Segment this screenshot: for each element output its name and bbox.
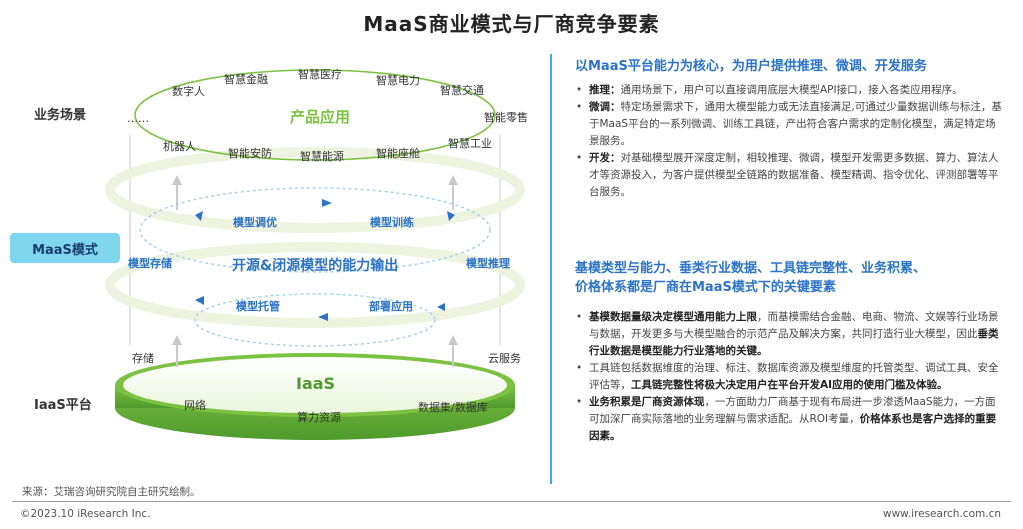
list-item: 基模数据量级决定模型通用能力上限，而基模需结合金融、电商、物流、文娱等行业场景与… bbox=[576, 309, 1005, 360]
bullet-text: 工具链包括数据维度的治理、标注、数据库资源及模型维度的托管类型、调试工具、安全评… bbox=[589, 362, 999, 391]
row-label-business: 业务场景 bbox=[34, 108, 87, 123]
product-item: 智慧能源 bbox=[300, 150, 344, 163]
row-label-iaas: IaaS平台 bbox=[34, 398, 92, 413]
copyright: ©2023.10 iResearch Inc. bbox=[20, 508, 151, 520]
layer-diagram bbox=[105, 69, 525, 440]
bullet-bold: 价格体系也是客户选择的重要因素。 bbox=[589, 413, 997, 442]
iaas-network: 网络 bbox=[184, 399, 206, 412]
product-ellipsis: …… bbox=[127, 112, 149, 125]
bullet-text: ，而基模需结合金融、电商、物流、文娱等行业场景与数据，开发更多与大模型融合的示范… bbox=[589, 311, 999, 340]
section2-bullets: 基模数据量级决定模型通用能力上限，而基模需结合金融、电商、物流、文娱等行业场景与… bbox=[575, 309, 1005, 445]
op-host: 模型托管 bbox=[236, 300, 280, 313]
op-deploy: 部署应用 bbox=[369, 300, 413, 313]
product-item: 数字人 bbox=[172, 85, 205, 98]
iaas-layer-title: IaaS bbox=[296, 374, 336, 393]
product-item: 机器人 bbox=[163, 140, 196, 153]
bullet-bold: 工具链完整性将极大决定用户在平台开发AI应用的使用门槛及体验。 bbox=[631, 379, 948, 391]
op-store: 模型存储 bbox=[128, 257, 172, 270]
source-note: 来源：艾瑞咨询研究院自主研究绘制。 bbox=[22, 486, 201, 498]
iaas-cloud: 云服务 bbox=[488, 352, 521, 365]
footer-divider bbox=[12, 501, 1011, 502]
bullet-label: 微调： bbox=[589, 101, 621, 113]
list-item: 微调：特定场景需求下，通用大模型能力或无法直接满足,可通过少量数据训练与标注，基… bbox=[576, 99, 1005, 150]
bullet-text: 特定场景需求下，通用大模型能力或无法直接满足,可通过少量数据训练与标注，基于Ma… bbox=[589, 101, 1002, 147]
product-layer-title: 产品应用 bbox=[290, 108, 351, 126]
site-link[interactable]: www.iresearch.com.cn bbox=[882, 508, 1001, 520]
divider-line bbox=[550, 54, 552, 484]
bullet-text: 对基础模型展开深度定制，相较推理、微调，模型开发需更多数据、算力、算法人才等资源… bbox=[589, 152, 999, 198]
iaas-storage: 存储 bbox=[132, 352, 154, 365]
row-label-maas: MaaS模式 bbox=[10, 233, 120, 263]
section2-heading: 基模类型与能力、垂类行业数据、工具链完整性、业务积累、 价格体系都是厂商在Maa… bbox=[575, 259, 926, 297]
product-item: 智慧电力 bbox=[376, 74, 420, 87]
bullet-bold: 基模数据量级决定模型通用能力上限 bbox=[589, 311, 757, 323]
bullet-label: 推理： bbox=[589, 84, 621, 96]
op-train: 模型训练 bbox=[370, 216, 414, 229]
list-item: 工具链包括数据维度的治理、标注、数据库资源及模型维度的托管类型、调试工具、安全评… bbox=[576, 360, 1005, 394]
section2-heading-line1: 基模类型与能力、垂类行业数据、工具链完整性、业务积累、 bbox=[575, 261, 927, 276]
product-item: 智能座舱 bbox=[376, 147, 420, 160]
product-item: 智慧金融 bbox=[224, 73, 268, 86]
product-item: 智慧交通 bbox=[440, 84, 484, 97]
bullet-bold: 垂类行业数据是模型能力行业落地的关键。 bbox=[589, 328, 999, 357]
list-item: 推理：通用场景下，用户可以直接调用底层大模型API接口，接入各类应用程序。 bbox=[576, 82, 1005, 99]
op-infer: 模型推理 bbox=[466, 257, 510, 270]
bullet-bold: 业务积累是厂商资源体现 bbox=[589, 396, 705, 408]
bullet-text: ，一方面助力厂商基于现有布局进一步渗透MaaS能力，一方面可加深厂商实际落地的业… bbox=[589, 396, 996, 425]
maas-box-label: MaaS模式 bbox=[32, 242, 98, 258]
section1-bullets: 推理：通用场景下，用户可以直接调用底层大模型API接口，接入各类应用程序。 微调… bbox=[575, 82, 1005, 201]
list-item: 业务积累是厂商资源体现，一方面助力厂商基于现有布局进一步渗透MaaS能力，一方面… bbox=[576, 394, 1005, 445]
iaas-dataset: 数据集/数据库 bbox=[418, 401, 488, 414]
iaas-compute: 算力资源 bbox=[297, 411, 341, 424]
product-item: 智慧工业 bbox=[448, 137, 492, 150]
maas-layer-title: 开源&闭源模型的能力输出 bbox=[232, 258, 399, 274]
product-item: 智能安防 bbox=[228, 147, 272, 160]
bullet-label: 开发： bbox=[589, 152, 621, 164]
bullet-text: 通用场景下，用户可以直接调用底层大模型API接口，接入各类应用程序。 bbox=[620, 84, 963, 96]
product-item: 智慧医疗 bbox=[298, 68, 342, 81]
list-item: 开发：对基础模型展开深度定制，相较推理、微调，模型开发需更多数据、算力、算法人才… bbox=[576, 150, 1005, 201]
product-item: 智能零售 bbox=[484, 111, 528, 124]
section1-heading: 以MaaS平台能力为核心，为用户提供推理、微调、开发服务 bbox=[575, 59, 927, 74]
op-tune: 模型调优 bbox=[233, 216, 277, 229]
section2-heading-line2: 价格体系都是厂商在MaaS模式下的关键要素 bbox=[575, 280, 836, 295]
page-title: MaaS商业模式与厂商竞争要素 bbox=[363, 12, 660, 36]
